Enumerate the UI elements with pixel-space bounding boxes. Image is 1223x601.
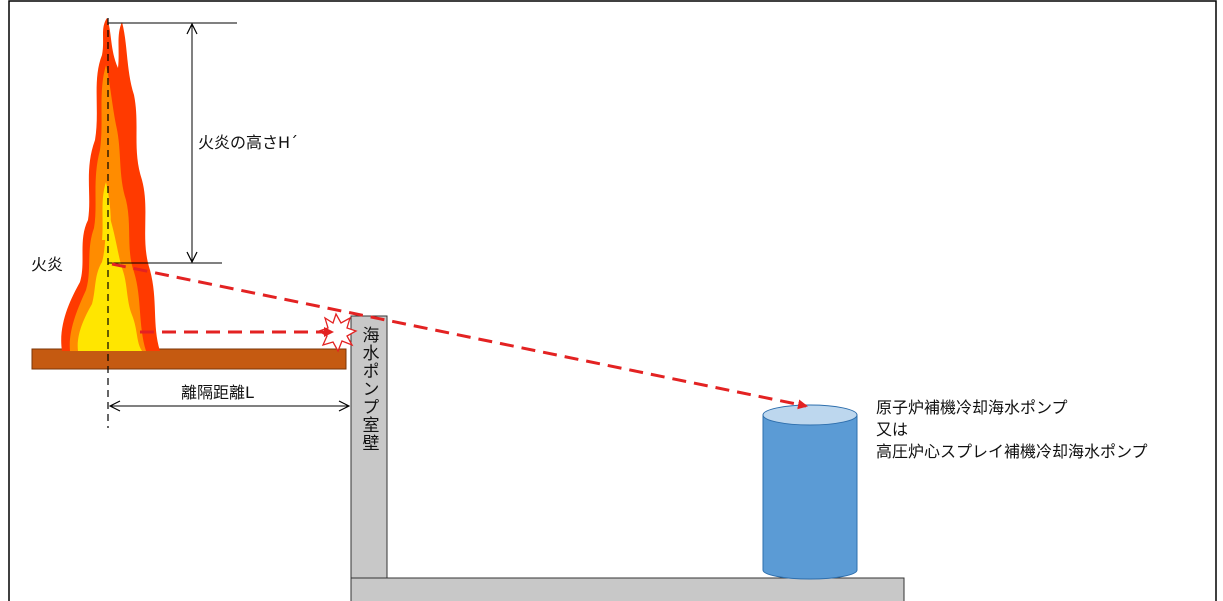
distance-label: 離隔距離L [181,383,254,402]
pump-label-line2: 又は [876,420,909,439]
pump-label: 原子炉補機冷却海水ポンプ 又は 高圧炉心スプレイ補機冷却海水ポンプ [876,397,1216,463]
pump-cylinder [762,404,858,580]
radiation-ray-to-pump [111,262,808,410]
flame-height-label: 火炎の高さH´ [198,133,298,152]
pump-label-line3: 高圧炉心スプレイ補機冷却海水ポンプ [876,442,1148,461]
pump-label-line1: 原子炉補機冷却海水ポンプ [876,398,1068,417]
wall-label-box: 海水ポンプ室壁 [351,326,387,576]
fire-pool-plate [31,348,347,370]
flame-icon [61,18,160,351]
wall-label: 海水ポンプ室壁 [358,326,379,452]
impact-burst-icon [317,312,358,353]
floor-slab [350,577,905,601]
flame-label: 火炎 [31,255,63,274]
